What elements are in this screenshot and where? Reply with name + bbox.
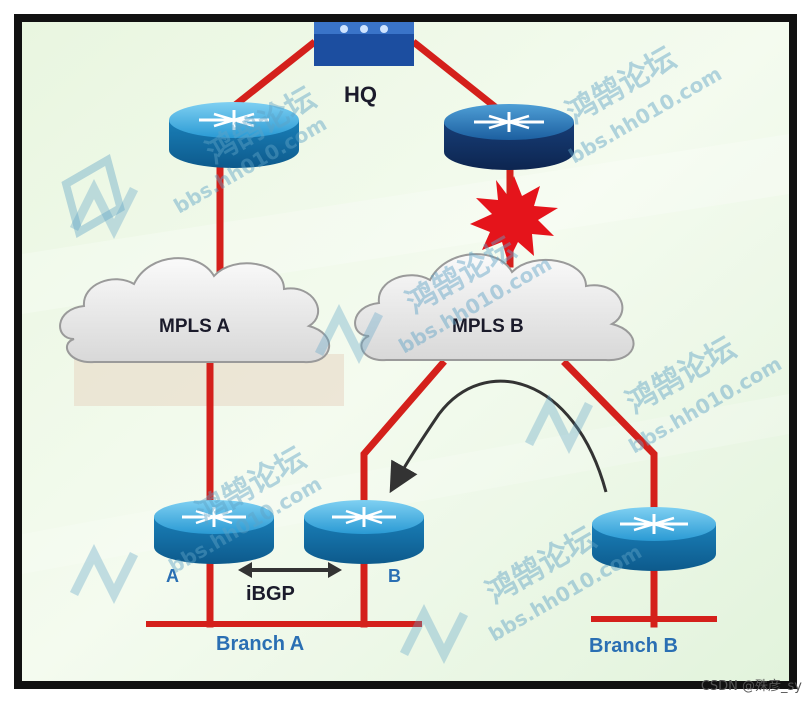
branch-b-label: Branch B [589,635,678,657]
mpls-b-label: MPLS B [452,316,524,337]
mpls-b-cloud-icon [354,253,635,362]
network-diagram: HQ MPLS A MPLS B [22,22,789,681]
branch-a-label: Branch A [216,633,304,655]
watermark-logo-icon [61,154,125,238]
csdn-credit: CSDN @殊彦_sy [700,679,802,694]
diagram-frame: HQ MPLS A MPLS B [14,14,797,689]
hq-switch-icon [314,22,414,66]
ibgp-double-arrow-icon [238,562,342,578]
hq-label: HQ [344,82,377,107]
router-b-label: B [388,566,401,586]
router-a-icon [154,500,274,564]
link-mpls-b-router-b [360,359,447,628]
hq-router-left-icon [169,102,299,168]
mpls-a-cloud-icon [59,257,330,364]
router-a-label: A [166,566,179,586]
ibgp-label: iBGP [246,583,295,605]
hq-router-right-icon [444,104,574,170]
curved-arrow-icon [389,379,608,494]
router-b-icon [304,500,424,564]
mpls-a-label: MPLS A [159,316,230,337]
red-starburst-icon [470,176,558,262]
link-hq-right [411,39,499,111]
link-hq-left [229,39,317,111]
branch-b-router-icon [592,507,716,571]
